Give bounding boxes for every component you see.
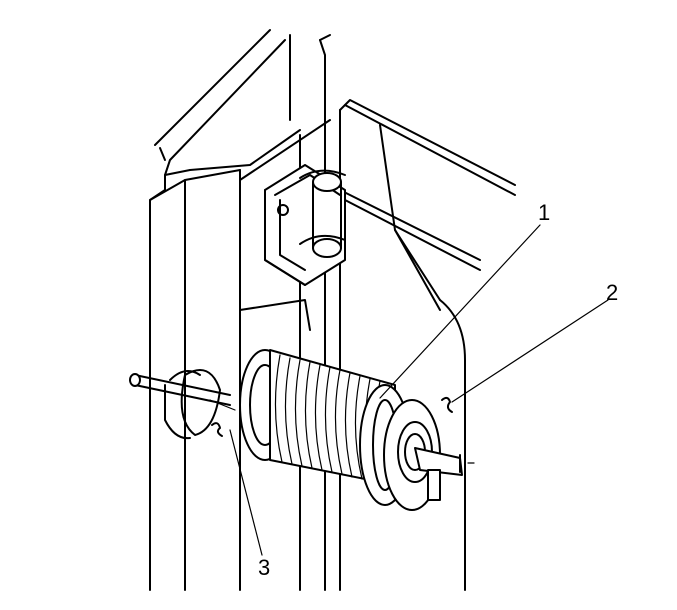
left-frame-panel [149,29,301,591]
clutch-coil-spool-icon [239,349,475,511]
callout-3-label: 3 [258,555,270,580]
center-panel [239,34,331,591]
callout-2-label: 2 [606,280,618,305]
callout-3: 3 [229,429,270,580]
hinge-pin-shaft [129,369,236,440]
callout-1-label: 1 [538,200,550,225]
right-door-panel [339,99,516,591]
callout-2: 2 [451,280,618,403]
shaft-clip [211,422,223,437]
retaining-clip [441,396,453,413]
door-hinge-bracket [264,164,346,286]
callout-1: 1 [379,200,550,399]
